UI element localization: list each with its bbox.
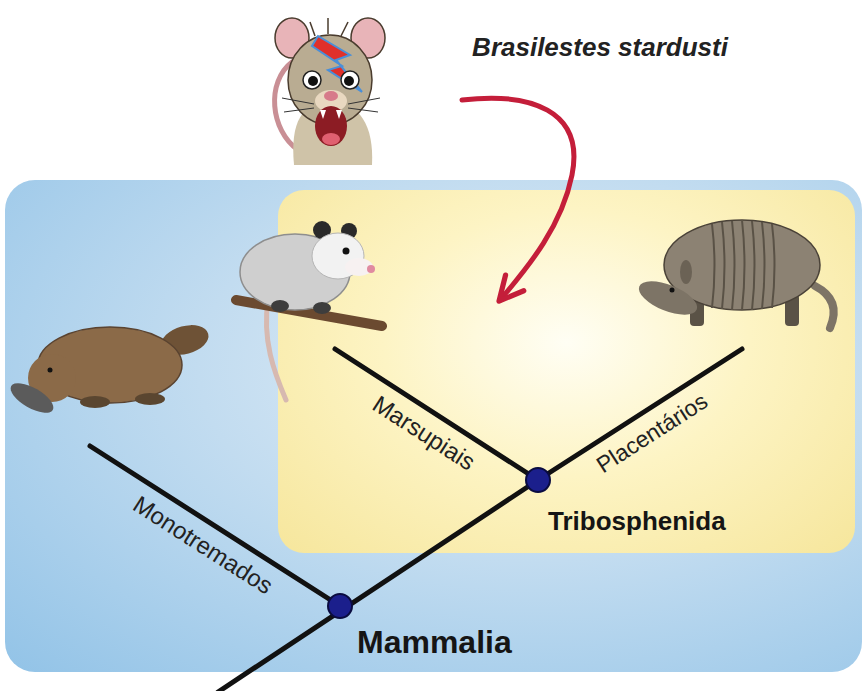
stardust-opossum-figure-part <box>344 76 354 86</box>
tree-branch-part <box>335 349 538 480</box>
stardust-opossum-figure <box>270 5 385 165</box>
armadillo-figure-part <box>772 224 775 308</box>
armadillo-figure-part <box>752 221 755 310</box>
armadillo-figure-part <box>815 286 834 328</box>
opossum-figure-part <box>313 302 331 314</box>
stardust-opossum-figure-part <box>341 22 348 36</box>
stardust-opossum-figure-part <box>348 108 378 112</box>
tree-node-dot <box>328 468 550 618</box>
platypus-figure-part <box>48 368 53 373</box>
stardust-opossum-figure-part <box>327 18 329 34</box>
tree-branch-part <box>538 349 742 480</box>
pointer-arrow <box>462 98 574 300</box>
opossum-figure-part <box>367 265 375 273</box>
stardust-opossum-figure-part <box>282 98 380 112</box>
species-name: Brasilestes stardusti <box>472 33 728 63</box>
stardust-opossum-figure-part <box>308 76 318 86</box>
stardust-opossum-figure-part <box>324 91 338 101</box>
armadillo-figure-part <box>680 260 692 284</box>
tree-node-dot-part <box>526 468 550 492</box>
armadillo-figure <box>634 220 833 328</box>
armadillo-figure-part <box>670 288 675 293</box>
opossum-figure-part <box>343 248 350 255</box>
stardust-opossum-figure-part <box>310 18 348 36</box>
platypus-figure-part <box>6 377 58 418</box>
stardust-opossum-figure-part <box>320 110 326 119</box>
armadillo-figure-part <box>712 224 715 308</box>
region-title: Mammalia <box>357 624 512 661</box>
platypus-figure <box>6 320 212 418</box>
platypus-figure-part <box>135 393 165 405</box>
armadillo-figure-part <box>742 220 745 310</box>
tree-node-dot-part <box>328 594 352 618</box>
stardust-opossum-figure-part <box>270 5 385 165</box>
stardust-opossum-figure-part <box>315 106 347 146</box>
opossum-figure-part <box>266 300 286 400</box>
tree-branch-part <box>90 446 340 606</box>
armadillo-figure-part <box>634 274 701 321</box>
tree-branch-part <box>218 480 538 691</box>
platypus-figure-part <box>80 396 110 408</box>
stardust-opossum-figure-part <box>341 71 359 89</box>
armadillo-figure-part <box>712 220 775 310</box>
armadillo-figure-part <box>732 221 735 310</box>
stardust-opossum-figure-part <box>336 110 342 119</box>
stardust-opossum-figure-part <box>348 98 380 104</box>
tree-branch <box>90 349 742 691</box>
armadillo-figure-part <box>722 222 725 309</box>
opossum-figure <box>236 221 382 400</box>
opossum-figure-part <box>271 300 289 312</box>
stardust-opossum-figure-part <box>282 98 314 104</box>
stardust-opossum-figure-part <box>284 108 314 112</box>
stardust-opossum-figure-part <box>322 133 340 145</box>
stardust-opossum-figure-part <box>303 71 321 89</box>
region-title: Tribosphenida <box>548 507 726 537</box>
armadillo-figure-part <box>762 222 765 309</box>
stardust-opossum-figure-part <box>310 22 315 36</box>
